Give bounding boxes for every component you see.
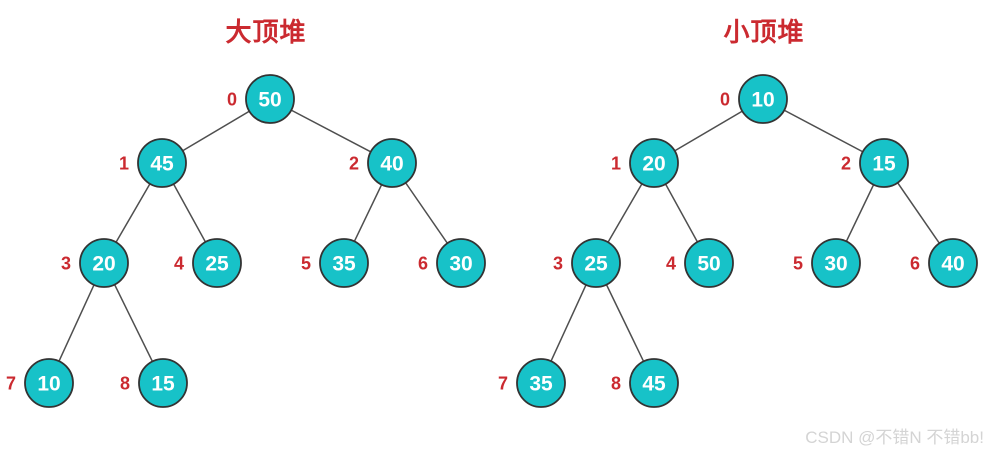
- tree-node-value: 35: [529, 373, 553, 396]
- tree-node-value: 40: [380, 153, 403, 176]
- tree-node-value: 10: [37, 373, 60, 396]
- tree-node-value: 25: [205, 253, 229, 276]
- node-index-label: 8: [120, 374, 130, 394]
- tree-node-value: 45: [642, 373, 666, 396]
- tree-node-circle: [684, 238, 734, 288]
- tree-node-circle: [79, 238, 129, 288]
- node-index-label: 2: [841, 154, 851, 174]
- tree-node-value: 20: [642, 153, 665, 176]
- tree-node-value: 50: [697, 253, 720, 276]
- node-index-label: 4: [174, 254, 184, 274]
- tree-node-circle: [319, 238, 369, 288]
- tree-node-circle: [138, 358, 188, 408]
- tree-node-circle: [571, 238, 621, 288]
- tree-node-circle: [811, 238, 861, 288]
- tree-node-circle: [245, 74, 295, 124]
- tree-node-value: 10: [751, 89, 774, 112]
- node-index-label: 1: [119, 154, 129, 174]
- tree-node-circle: [24, 358, 74, 408]
- watermark: CSDN @不错N 不错bb!: [805, 428, 984, 447]
- tree-node-value: 30: [449, 253, 472, 276]
- tree-node-value: 15: [872, 153, 896, 176]
- tree-node-value: 50: [258, 89, 281, 112]
- node-index-label: 8: [611, 374, 621, 394]
- node-index-label: 5: [793, 254, 803, 274]
- tree-node-circle: [629, 358, 679, 408]
- node-index-label: 3: [553, 254, 563, 274]
- tree-node-value: 30: [824, 253, 847, 276]
- tree-node-value: 35: [332, 253, 356, 276]
- tree-node-value: 45: [150, 153, 174, 176]
- tree-node-circle: [137, 138, 187, 188]
- node-index-label: 2: [349, 154, 359, 174]
- tree-node-circle: [859, 138, 909, 188]
- node-index-label: 7: [498, 374, 508, 394]
- tree-node-value: 40: [941, 253, 964, 276]
- tree-node-value: 25: [584, 253, 608, 276]
- tree-node-circle: [436, 238, 486, 288]
- node-index-label: 7: [6, 374, 16, 394]
- tree-node-value: 20: [92, 253, 115, 276]
- node-index-label: 6: [418, 254, 428, 274]
- node-index-label: 4: [666, 254, 676, 274]
- tree-node-circle: [629, 138, 679, 188]
- tree-node-value: 15: [151, 373, 175, 396]
- node-index-label: 1: [611, 154, 621, 174]
- tree-node-circle: [516, 358, 566, 408]
- tree-node-circle: [928, 238, 978, 288]
- tree-node-circle: [192, 238, 242, 288]
- max-heap-title: 大顶堆: [225, 17, 307, 47]
- tree-node-circle: [367, 138, 417, 188]
- node-index-label: 3: [61, 254, 71, 274]
- node-index-label: 5: [301, 254, 311, 274]
- node-index-label: 0: [227, 90, 237, 110]
- min-heap-title: 小顶堆: [723, 17, 805, 47]
- node-index-label: 0: [720, 90, 730, 110]
- node-index-label: 6: [910, 254, 920, 274]
- tree-node-circle: [738, 74, 788, 124]
